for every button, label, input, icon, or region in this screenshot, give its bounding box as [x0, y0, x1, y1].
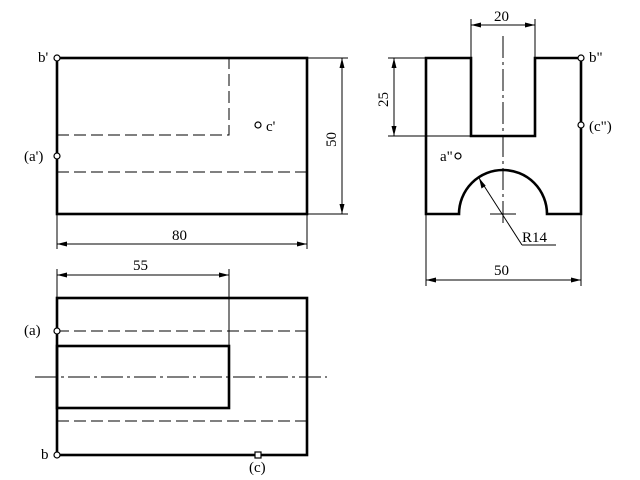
front-view-outline — [55, 56, 309, 216]
top-point-b-marker — [53, 451, 61, 459]
side-point-c-label: (c") — [589, 119, 612, 135]
side-dimension-slot-depth: 25 — [376, 57, 471, 137]
side-dimension-slot-depth-text: 25 — [376, 92, 392, 107]
side-point-c-marker — [577, 121, 585, 129]
side-dimension-slot-width-text: 20 — [494, 9, 509, 25]
top-dimension-length: 55 — [56, 258, 230, 346]
top-point-b-label: b — [41, 447, 49, 463]
side-point-a-label: a" — [440, 149, 453, 165]
side-view: b" (c") a" 20 25 — [376, 9, 612, 286]
front-point-c-label: c' — [266, 119, 276, 135]
front-point-b-label: b' — [38, 50, 49, 66]
top-point-a-marker — [53, 327, 61, 335]
side-point-b-label: b" — [589, 50, 603, 66]
front-point-c-marker — [254, 121, 262, 129]
side-point-b-marker — [577, 54, 585, 62]
side-point-a-marker — [454, 152, 462, 160]
top-point-c-label: (c) — [249, 460, 266, 476]
front-dimension-height: 50 — [307, 57, 348, 215]
side-dimension-width: 50 — [425, 214, 582, 286]
front-view-hidden-slot — [57, 58, 230, 136]
front-point-b-marker — [53, 54, 61, 62]
front-dimension-width: 80 — [56, 214, 308, 249]
top-point-c-marker — [254, 451, 262, 459]
front-point-a-marker — [53, 152, 61, 160]
front-view: b' (a') c' 80 50 — [24, 50, 348, 249]
side-view-outline — [424, 56, 583, 216]
top-view: (a) b (c) 55 — [24, 258, 327, 476]
top-dimension-length-text: 55 — [133, 258, 148, 274]
side-dimension-radius: R14 — [478, 177, 556, 246]
front-point-a-label: (a') — [24, 149, 43, 165]
side-dimension-slot-width: 20 — [470, 9, 536, 58]
front-dimension-height-text: 50 — [324, 132, 340, 147]
side-dimension-radius-text: R14 — [522, 230, 548, 246]
side-dimension-width-text: 50 — [494, 263, 509, 279]
top-point-a-label: (a) — [24, 323, 41, 339]
front-dimension-width-text: 80 — [172, 228, 187, 244]
